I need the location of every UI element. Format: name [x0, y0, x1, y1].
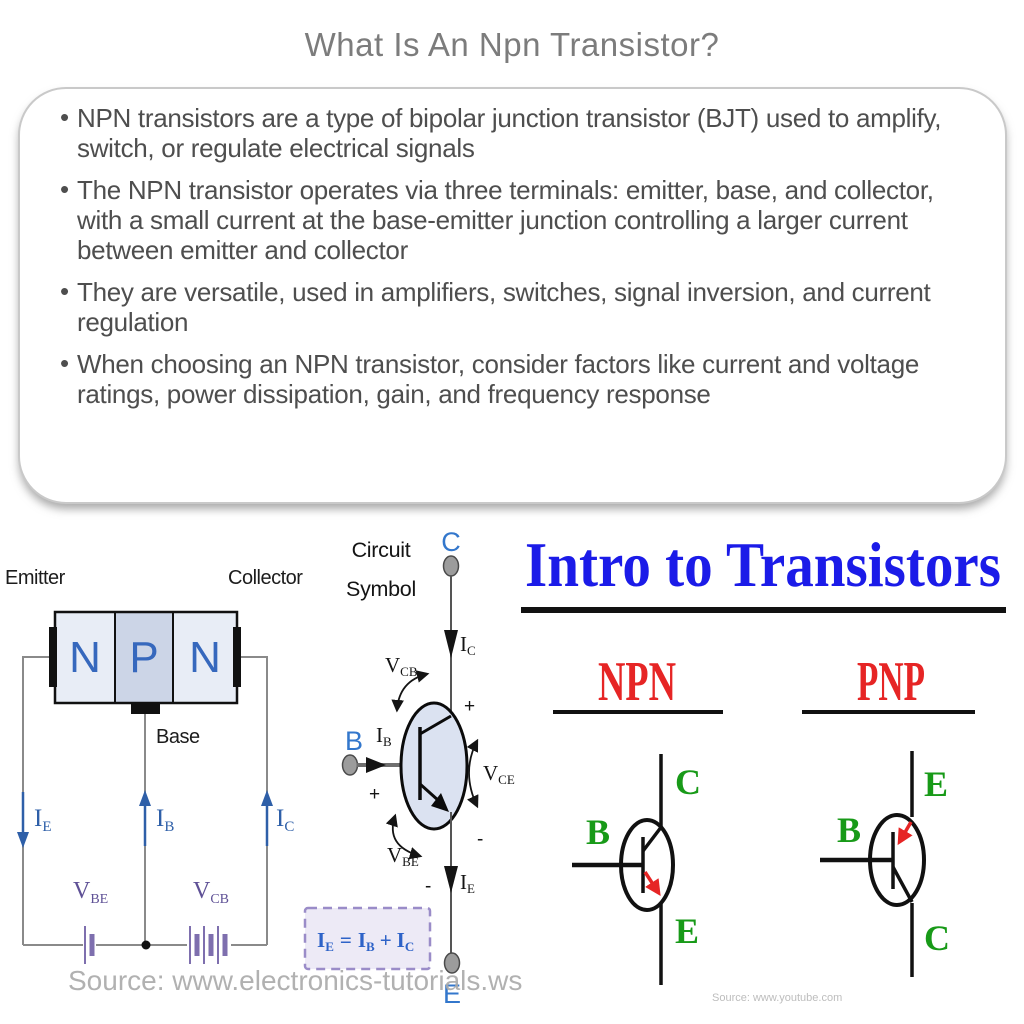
p-region: [115, 613, 173, 702]
npn-e-label: E: [675, 911, 699, 951]
collector-terminal: [442, 555, 460, 577]
vcb-label: VCB: [385, 653, 418, 679]
npn-b-label: B: [586, 812, 610, 852]
collector-electrode: [233, 627, 241, 687]
emitter-stroke: [418, 782, 441, 803]
bullet-item: They are versatile, used in amplifiers, …: [60, 276, 971, 337]
region-letter-n: N: [189, 633, 221, 682]
plus-sign: +: [464, 696, 475, 717]
npn-collector-stroke: [641, 824, 664, 853]
base-electrode: [131, 702, 160, 714]
ib-label: IB: [376, 723, 392, 749]
region-letter-p: P: [129, 633, 158, 682]
npn-block: N P N: [49, 610, 241, 714]
base-label: Base: [156, 726, 200, 748]
pnp-collector-stroke: [891, 866, 914, 903]
bullet-text: NPN transistors are a type of bipolar ju…: [77, 103, 942, 163]
source-watermark: Source: www.electronics-tutorials.ws: [68, 965, 522, 996]
ib-label: IB: [156, 805, 174, 835]
ib-arrow: [139, 790, 151, 806]
plus-sign: +: [369, 784, 380, 805]
minus-sign: -: [477, 829, 483, 850]
ic-arrowhead: [444, 630, 458, 658]
wire-junction-dot: [141, 940, 151, 950]
bullet-text: They are versatile, used in amplifiers, …: [77, 277, 931, 337]
minus-sign: -: [425, 876, 431, 897]
n-region: [173, 613, 236, 702]
board-title: Intro to Transistors: [525, 529, 1001, 600]
npn-c-label: C: [675, 762, 701, 802]
region-letter-n: N: [69, 633, 101, 682]
pnp-c-label: C: [924, 918, 950, 958]
vce-label: VCE: [483, 761, 515, 787]
ic-label: IC: [276, 805, 294, 835]
bullet-text: When choosing an NPN transistor, conside…: [77, 349, 920, 409]
vcb-arc-arrow: [391, 670, 430, 713]
bullet-list: NPN transistors are a type of bipolar ju…: [20, 89, 1005, 409]
emitter-terminal-label: E: [443, 979, 461, 1009]
bullet-item: NPN transistors are a type of bipolar ju…: [60, 102, 971, 163]
vbe-label: VBE: [73, 878, 108, 907]
npn-heading: NPN: [598, 651, 676, 713]
battery-vcb: [189, 926, 228, 964]
ie-arrowhead: [444, 866, 458, 893]
emitter-electrode: [49, 627, 57, 687]
emitter-label: Emitter: [5, 567, 66, 589]
n-region: [56, 613, 115, 702]
caption-line1: Circuit: [352, 538, 411, 562]
npn-structure-diagram: N P N Emitter Collector Base IE IB IC VB…: [5, 567, 304, 964]
summary-card: NPN transistors are a type of bipolar ju…: [18, 87, 1007, 504]
ie-label: IE: [460, 870, 475, 896]
pnp-b-label: B: [837, 810, 861, 850]
vcb-label: VCB: [193, 878, 229, 907]
caption-line2: Symbol: [346, 577, 416, 601]
base-terminal: [341, 754, 359, 776]
collector-label: Collector: [228, 567, 303, 589]
ic-label: IC: [460, 632, 476, 658]
base-terminal-label: B: [345, 726, 363, 756]
ib-arrowhead: [366, 757, 386, 773]
intro-board: Intro to Transistors NPN PNP C B E: [521, 529, 1006, 1004]
pnp-symbol: E B C: [820, 751, 950, 977]
vbe-label: VBE: [387, 843, 419, 869]
npn-emitter-arrow: [643, 871, 661, 897]
battery-vbe: [84, 926, 95, 964]
pnp-emitter-arrow: [897, 821, 913, 846]
bullet-item: When choosing an NPN transistor, conside…: [60, 348, 971, 409]
collector-terminal-label: C: [441, 527, 461, 557]
vbe-arc-arrow: [385, 813, 423, 860]
pnp-e-label: E: [924, 764, 948, 804]
ie-arrow: [17, 832, 29, 848]
vce-arc-arrow: [466, 738, 479, 809]
ic-arrow: [261, 790, 273, 806]
youtube-source-watermark: Source: www.youtube.com: [712, 992, 842, 1004]
collector-stroke: [419, 714, 452, 736]
bullet-text: The NPN transistor operates via three te…: [77, 175, 934, 265]
current-law-formula: IE=IB+IC: [317, 928, 414, 954]
page-title: What Is An Npn Transistor?: [304, 26, 720, 63]
emitter-arrowhead: [431, 793, 449, 812]
npn-symbol: C B E: [572, 754, 701, 985]
current-arrows: [17, 790, 273, 848]
bullet-item: The NPN transistor operates via three te…: [60, 174, 971, 265]
pnp-heading: PNP: [857, 651, 925, 713]
ie-label: IE: [34, 805, 52, 835]
transistor-body: [399, 701, 469, 831]
circuit-symbol-diagram: Circuit Symbol C IC VCB B IB + + VCE: [68, 527, 522, 1009]
formula-box: [303, 906, 432, 971]
emitter-terminal: [443, 952, 461, 974]
